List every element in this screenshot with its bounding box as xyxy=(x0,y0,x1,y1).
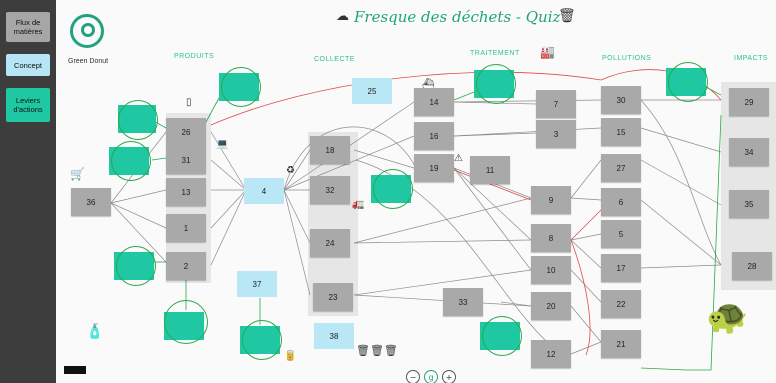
lever-card[interactable] xyxy=(371,175,411,203)
card-22[interactable]: 22 xyxy=(601,290,641,318)
concept-button[interactable]: Concept xyxy=(6,54,50,76)
bottles-icon: 🧴 xyxy=(86,324,104,340)
recycle-icon: ♻ xyxy=(286,165,295,176)
card-27[interactable]: 27 xyxy=(601,154,641,182)
card-19[interactable]: 19 xyxy=(414,154,454,182)
card-37[interactable]: 37 xyxy=(237,271,277,297)
card-23[interactable]: 23 xyxy=(313,283,353,311)
ship-icon: ⛴ xyxy=(422,79,435,90)
lever-card[interactable] xyxy=(118,105,156,133)
leviers-actions-button[interactable]: Leviers d'actions xyxy=(6,88,50,122)
factory-icon: 🏭 xyxy=(540,45,555,59)
zone-label-collecte: COLLECTE xyxy=(314,56,355,63)
zone-label-produits: PRODUITS xyxy=(174,53,215,60)
card-32[interactable]: 32 xyxy=(310,176,350,204)
license-badge xyxy=(64,366,86,374)
card-6[interactable]: 6 xyxy=(601,188,641,216)
flux-matieres-button[interactable]: Flux de matières xyxy=(6,12,50,42)
card-1[interactable]: 1 xyxy=(166,214,206,242)
card-17[interactable]: 17 xyxy=(601,254,641,282)
lever-card[interactable] xyxy=(114,252,154,280)
laptop-icon: 💻 xyxy=(216,139,229,150)
card-16[interactable]: 16 xyxy=(414,122,454,150)
card-30[interactable]: 30 xyxy=(601,86,641,114)
cart-icon: 🛒 xyxy=(70,167,85,181)
card-18[interactable]: 18 xyxy=(310,136,350,164)
card-20[interactable]: 20 xyxy=(531,292,571,320)
card-36[interactable]: 36 xyxy=(71,188,111,216)
diagram-canvas: Green Donut ☁ Fresque des déchets - Quiz… xyxy=(56,0,776,383)
card-28[interactable]: 28 xyxy=(732,252,772,280)
lever-card[interactable] xyxy=(164,312,204,340)
lever-card[interactable] xyxy=(474,70,514,98)
card-21[interactable]: 21 xyxy=(601,330,641,358)
lever-card[interactable] xyxy=(240,326,280,354)
card-33[interactable]: 33 xyxy=(443,288,483,316)
card-12[interactable]: 12 xyxy=(531,340,571,368)
phone-icon: ▯ xyxy=(186,97,192,108)
truck-icon: 🚛 xyxy=(352,199,365,210)
card-11[interactable]: 11 xyxy=(470,156,510,184)
card-24[interactable]: 24 xyxy=(310,229,350,257)
lever-card[interactable] xyxy=(219,73,259,101)
card-38[interactable]: 38 xyxy=(314,323,354,349)
zone-label-impacts: IMPACTS xyxy=(734,55,769,62)
card-10[interactable]: 10 xyxy=(531,256,571,284)
card-7[interactable]: 7 xyxy=(536,90,576,118)
connection-lines xyxy=(110,69,722,371)
home-logo-button[interactable]: g xyxy=(424,370,438,383)
card-29[interactable]: 29 xyxy=(729,88,769,116)
zoom-out-button[interactable]: − xyxy=(406,370,420,383)
zone-label-pollutions: POLLUTIONS xyxy=(602,55,652,62)
brand-name: Green Donut xyxy=(68,58,109,65)
card-14[interactable]: 14 xyxy=(414,88,454,116)
turtle-icon: 🐢 xyxy=(706,297,749,337)
zoom-in-button[interactable]: + xyxy=(442,370,456,383)
card-26[interactable]: 26 xyxy=(166,118,206,146)
card-15[interactable]: 15 xyxy=(601,118,641,146)
card-3[interactable]: 3 xyxy=(536,120,576,148)
card-31[interactable]: 31 xyxy=(166,146,206,174)
page-title: Fresque des déchets - Quiz xyxy=(354,8,561,26)
card-13[interactable]: 13 xyxy=(166,178,206,206)
card-35[interactable]: 35 xyxy=(729,190,769,218)
zone-label-traitement: TRAITEMENT xyxy=(470,50,520,57)
card-5[interactable]: 5 xyxy=(601,220,641,248)
card-25[interactable]: 25 xyxy=(352,78,392,104)
card-9[interactable]: 9 xyxy=(531,186,571,214)
card-34[interactable]: 34 xyxy=(729,138,769,166)
warning-icon: ⚠ xyxy=(454,153,463,164)
can-icon: 🥫 xyxy=(284,351,297,362)
lever-card[interactable] xyxy=(480,322,520,350)
cloud-icon: ☁ xyxy=(336,9,349,24)
card-8[interactable]: 8 xyxy=(531,224,571,252)
card-4[interactable]: 4 xyxy=(244,178,284,204)
green-donut-logo xyxy=(70,14,104,48)
card-2[interactable]: 2 xyxy=(166,252,206,280)
sidebar: Flux de matières Concept Leviers d'actio… xyxy=(0,0,56,383)
lever-card[interactable] xyxy=(666,68,706,96)
trash-icon: 🗑 xyxy=(558,8,576,24)
bins-icon: 🗑🗑🗑 xyxy=(356,344,398,357)
lever-card[interactable] xyxy=(109,147,149,175)
